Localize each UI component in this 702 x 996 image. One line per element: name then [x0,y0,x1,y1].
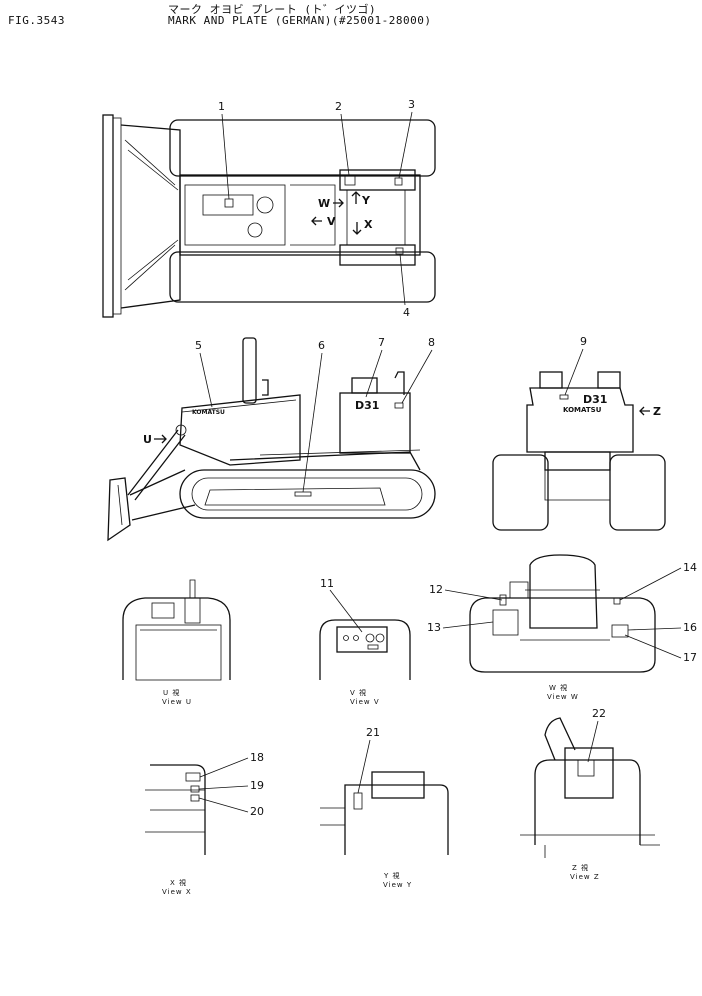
arrow-u-label: U [143,433,152,446]
callout-11: 11 [320,577,334,590]
view-x-caption: View X [162,888,192,896]
callout-5: 5 [195,339,202,352]
callouts-y: 21 [357,726,380,794]
callout-4: 4 [403,306,410,319]
callout-8: 8 [428,336,435,349]
callout-2: 2 [335,100,342,113]
callout-3: 3 [408,98,415,111]
view-z-caption-jp: Z 視 [572,863,589,872]
plate-3-marker [394,177,403,186]
callout-12: 12 [429,583,443,596]
plate-1-marker [224,198,234,208]
plate-19-marker [190,785,200,793]
view-x-caption-jp: X 視 [170,878,187,887]
figure-number: FIG.3543 [8,14,65,27]
side-brand-label: KOMATSU [192,409,225,416]
view-y-caption: View Y [383,881,412,889]
figure-title: MARK AND PLATE (GERMAN)(#25001-28000) [168,14,432,27]
rear-model-label: D31 [583,393,607,406]
callout-7: 7 [378,336,385,349]
callout-6: 6 [318,339,325,352]
view-v-caption: View V [350,698,380,706]
view-w-detail: W 視 View W [469,554,656,701]
plate-4-marker [395,247,404,255]
top-view: W V Y X [102,114,436,318]
plate-22-marker [577,759,595,777]
arrow-v-label: V [327,215,336,228]
rear-view: D31 KOMATSU Z [492,371,666,531]
callout-18: 18 [250,751,264,764]
callouts-side: 5 6 7 8 [195,336,435,493]
callouts-z: 22 [587,707,606,763]
callout-9: 9 [580,335,587,348]
plate-2-marker [344,174,356,186]
plate-20-marker [190,794,200,802]
side-model-label: D31 [355,399,379,412]
callouts-rear: 9 [564,335,587,396]
callout-17: 17 [683,651,697,664]
callout-13: 13 [427,621,441,634]
view-x-detail: X 視 View X [145,764,206,896]
view-u-detail: U 視 View U [122,579,231,706]
plate-18-marker [185,772,201,782]
view-v-detail: V 視 View V [319,619,411,706]
callout-19: 19 [250,779,264,792]
callouts-top: 1 2 3 4 [218,98,415,319]
plate-16-marker [611,624,629,638]
view-z-caption: View Z [570,873,600,881]
view-w-caption: View W [547,693,579,701]
view-w-caption-jp: W 視 [549,683,568,692]
side-view: D31 KOMATSU U [107,337,436,542]
view-z-detail: Z 視 View Z [520,717,660,881]
callout-1: 1 [218,100,225,113]
callout-20: 20 [250,805,264,818]
plate-6-marker [294,491,312,497]
view-y-detail: Y 視 View Y [320,771,449,889]
view-y-caption-jp: Y 視 [383,871,401,880]
plate-13-marker [492,609,519,636]
callout-21: 21 [366,726,380,739]
arrow-z-label: Z [653,405,661,418]
plate-21-marker [353,792,363,810]
rear-brand-label: KOMATSU [563,406,602,414]
callout-22: 22 [592,707,606,720]
plate-9-marker [559,394,569,400]
callouts-x: 18 19 20 [198,751,264,818]
arrow-x-label: X [364,218,373,231]
plate-14-marker [613,597,621,605]
callouts-v: 11 [320,577,363,633]
callout-16: 16 [683,621,697,634]
view-u-caption-jp: U 視 [163,688,180,697]
callout-14: 14 [683,561,697,574]
plate-8-marker [394,402,404,409]
title-japanese: マーク オヨビ プレート (ト゛イツゴ) [168,3,377,16]
callouts-w: 12 13 14 16 17 [427,561,697,664]
arrow-y-label: Y [361,194,371,207]
arrow-w-label: W [318,197,330,210]
view-v-caption-jp: V 視 [350,688,367,697]
view-u-caption: View U [162,698,192,706]
